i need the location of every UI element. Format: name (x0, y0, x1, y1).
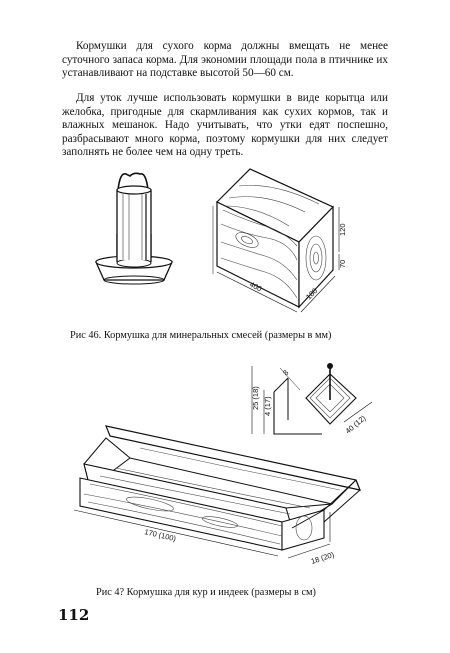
paragraph-1: Кормушки для сухого корма должны вмещать… (62, 40, 388, 80)
figure-47-caption: Рис 4? Кормушка для кур и индеек (размер… (96, 587, 316, 598)
box-height-dim-1: 120 (338, 223, 347, 236)
box-feeder-illustration: 400 180 120 70 (212, 168, 347, 313)
inner-dim: 8 (281, 368, 290, 377)
figure-46-caption: Рис 46. Кормушка для минеральных смесей … (70, 330, 332, 341)
trough-width-dim: 18 (20) (310, 550, 336, 566)
hopper-feeder-illustration (94, 172, 174, 285)
trough-cross-section: 25 (18) 4 (17) 8 40 (12) (251, 363, 373, 436)
box-height-dim-2: 70 (338, 260, 347, 268)
inner-height-dim: 4 (17) (263, 396, 272, 416)
paragraph-2: Для уток лучше использовать кормушки в в… (62, 92, 388, 159)
page-number: 112 (58, 606, 90, 624)
height-dim: 25 (18) (251, 386, 260, 410)
trough-feeder-illustration: 170 (100) 18 (20) (73, 425, 361, 566)
